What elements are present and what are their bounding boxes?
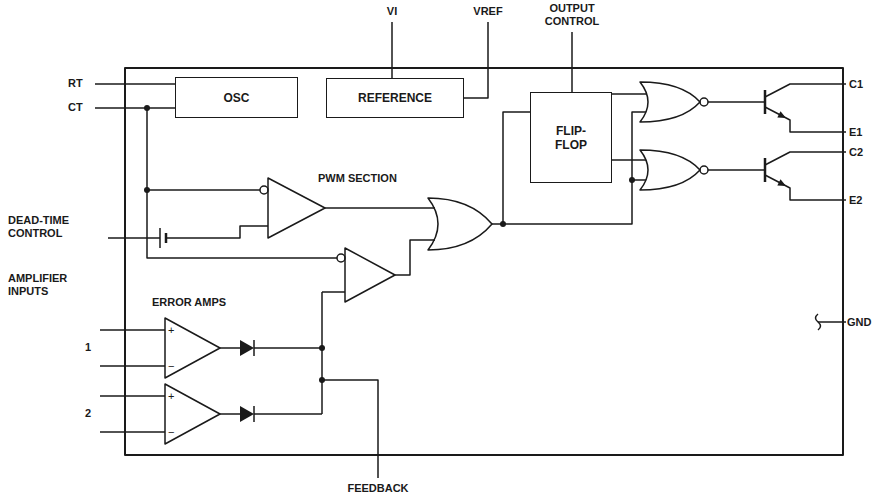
error-amp-symbol (165, 384, 220, 444)
wiring (95, 22, 846, 478)
oscillator-box: OSC (175, 77, 298, 118)
wire (571, 32, 573, 92)
pin-name: RT (68, 77, 83, 90)
junction-dot (629, 177, 635, 183)
pin-name: AMPLIFIER INPUTS (8, 272, 93, 298)
wire (612, 159, 646, 161)
inverter-bubble (700, 166, 708, 174)
transistor-symbol (765, 84, 846, 97)
inverter-bubble (337, 254, 345, 262)
wire (147, 108, 337, 258)
junction-dot (144, 105, 150, 111)
wire (612, 93, 646, 95)
wire (503, 112, 530, 224)
flip-flop-box: FLIP-FLOP (530, 92, 612, 183)
block-label: FLIP-FLOP (549, 124, 593, 152)
pin-name: VI (372, 5, 412, 18)
nor-gate-symbol (640, 82, 700, 122)
wire (95, 83, 175, 85)
wire (100, 329, 165, 331)
pin-name: CT (68, 101, 83, 114)
junction-dot (500, 221, 506, 227)
block-label: OSC (223, 91, 249, 105)
inverter-bubble (260, 186, 268, 194)
wire (95, 107, 175, 109)
pin-name: FEEDBACK (338, 482, 418, 495)
pin-name: E2 (849, 194, 862, 207)
wire (708, 101, 765, 103)
pin-name: C1 (849, 78, 863, 91)
comparator-symbol (345, 248, 395, 302)
comparator-symbol (268, 178, 325, 238)
pin-name: GND (847, 316, 871, 329)
wire (391, 22, 393, 78)
inverter-bubble (700, 98, 708, 106)
emitter-arrow (777, 111, 786, 118)
pin-name: C2 (849, 146, 863, 159)
solid-marks (144, 105, 786, 422)
wire (100, 431, 165, 433)
junction-dot (319, 377, 325, 383)
wire (464, 22, 488, 98)
amp-number: 1 (85, 341, 91, 354)
block-label: REFERENCE (358, 91, 432, 105)
error-amp-symbol (165, 318, 220, 378)
transistor-symbol (765, 152, 846, 165)
wire (325, 207, 435, 209)
junction-dot (319, 345, 325, 351)
or-gate-symbol (428, 198, 492, 250)
section-label: PWM SECTION (318, 172, 397, 185)
wire (322, 291, 345, 293)
pin-name: E1 (849, 126, 862, 139)
wire (220, 413, 240, 415)
diode-symbol (240, 406, 254, 422)
wire (254, 347, 322, 349)
input-sign: + (168, 325, 174, 335)
pin-name: DEAD-TIME CONTROL (8, 214, 103, 240)
junction-dot (144, 187, 150, 193)
wire (321, 292, 323, 414)
wire (708, 169, 765, 171)
ic-outline (125, 68, 843, 455)
wire (100, 395, 165, 397)
transistor-symbol (764, 158, 767, 182)
amp-number: 2 (85, 407, 91, 420)
transistor-symbol (764, 90, 767, 114)
diode-symbol (240, 340, 254, 356)
wire (100, 365, 165, 367)
wire (108, 237, 160, 239)
wire (220, 347, 240, 349)
nor-gate-symbol (640, 150, 700, 190)
wire (166, 226, 268, 238)
emitter-arrow (777, 179, 786, 186)
section-label: ERROR AMPS (152, 296, 226, 309)
battery-symbol (159, 228, 161, 248)
wire (254, 413, 322, 415)
input-sign: − (168, 361, 174, 371)
input-sign: + (168, 391, 174, 401)
wire (322, 380, 378, 478)
wire (147, 189, 260, 191)
wire (818, 321, 846, 323)
input-sign: − (168, 427, 174, 437)
transistor-symbol (765, 107, 846, 132)
reference-box: REFERENCE (326, 78, 464, 118)
pin-name: OUTPUT CONTROL (532, 2, 612, 28)
transistor-symbol (765, 175, 846, 200)
wire (395, 240, 435, 275)
pin-name: VREF (463, 5, 513, 18)
